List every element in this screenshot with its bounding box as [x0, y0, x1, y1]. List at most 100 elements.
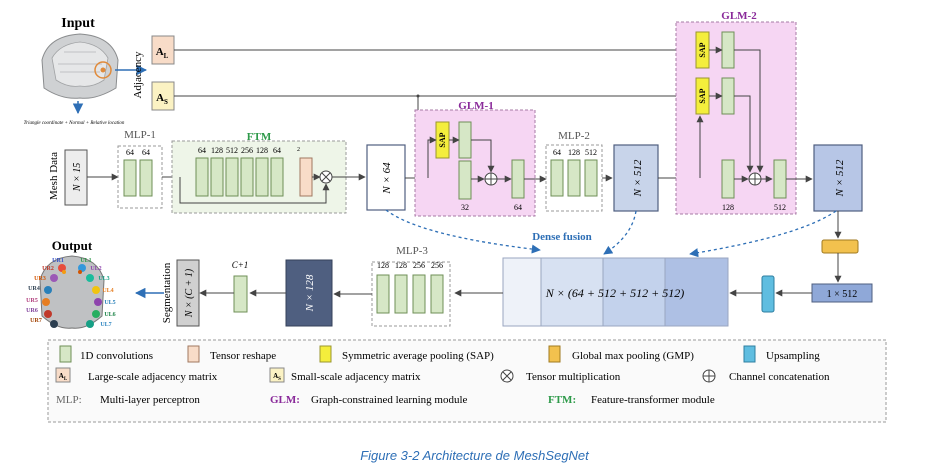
legend-ftm-desc: Feature-transformer module — [591, 394, 715, 406]
output-title: Output — [52, 238, 93, 253]
ftm-conv-block — [225, 157, 239, 197]
figure-caption: Figure 3-2 Architecture de MeshSegNet — [360, 448, 589, 463]
tooth-label-ur3: UR3 — [34, 276, 46, 282]
final-conv-block — [233, 275, 248, 313]
ftm-reshape-block — [299, 157, 313, 197]
mlp3-dim-label: 128 — [377, 261, 389, 270]
input-jaw-mesh-image — [41, 33, 119, 99]
tensor-multiplication-op — [319, 170, 333, 184]
svg-text:N × 512: N × 512 — [834, 159, 846, 197]
ftm-conv-block — [210, 157, 224, 197]
tooth-label-ur6: UR6 — [26, 308, 38, 314]
tensor-n512: N × 512 — [613, 144, 659, 212]
legend-large-adj-label: Large-scale adjacency matrix — [88, 371, 218, 383]
ftm-superscript: 2 — [297, 147, 300, 153]
svg-text:N × 15: N × 15 — [72, 163, 83, 192]
legend-reshape-swatch — [187, 345, 200, 363]
glm2-sap-label-2: SAP — [698, 88, 707, 103]
tooth-label-ul3: UL3 — [98, 276, 109, 282]
upsampling-block — [761, 275, 775, 313]
legend-reshape-label: Tensor reshape — [210, 350, 276, 362]
glm1-sap-label: SAP — [438, 132, 447, 147]
svg-text:AL: AL — [59, 372, 68, 382]
ftm-dim-label: 64 — [273, 146, 281, 155]
legend-gmp-label: Global max pooling (GMP) — [572, 350, 694, 362]
legend-tensor-mult-label: Tensor multiplication — [526, 371, 621, 383]
tensor-nc1: N × (C + 1) — [176, 259, 200, 327]
svg-text:N × 512: N × 512 — [632, 159, 644, 197]
glm2-title: GLM-2 — [721, 10, 757, 22]
input-feature-note: Triangle coordinate + Normal + Relative … — [24, 121, 125, 126]
tooth-label-ul4: UL4 — [102, 288, 113, 294]
legend-upsampling-swatch — [743, 345, 756, 363]
ftm-dim-label: 256 — [241, 146, 253, 155]
glm1-dim-a: 32 — [461, 203, 469, 212]
legend-conv-swatch — [59, 345, 72, 363]
tensor-n128: N × 128 — [285, 259, 333, 327]
glm2-conv-a — [721, 31, 735, 69]
mlp3-dim-label: 256 — [431, 261, 443, 270]
ftm-conv-block — [255, 157, 269, 197]
tensor-n64: N × 64 — [366, 144, 406, 211]
mlp2-dim-label: 64 — [553, 148, 561, 157]
large-adjacency-matrix: AL — [151, 35, 175, 65]
final-conv-label: C+1 — [232, 260, 249, 270]
tooth-label-ur5: UR5 — [26, 298, 38, 304]
adjacency-label: Adjacency — [132, 51, 144, 99]
glm1-conv-a — [458, 121, 472, 159]
legend-glm-desc: Graph-constrained learning module — [311, 394, 468, 406]
mlp2-conv-block — [550, 159, 564, 197]
mlp3-conv-block — [430, 274, 444, 314]
svg-text:AS: AS — [273, 372, 281, 382]
legend-small-adj-label: Small-scale adjacency matrix — [291, 371, 421, 383]
legend-ftm-key: FTM: — [548, 394, 576, 406]
legend-conv-label: 1D convolutions — [80, 350, 153, 362]
tensor-1x512: 1 × 512 — [811, 283, 873, 303]
mlp3-dim-label: 128 — [395, 261, 407, 270]
ftm-conv-block — [195, 157, 209, 197]
mlp2-dim-label: 128 — [568, 148, 580, 157]
tensor-n15: N × 15 — [64, 149, 88, 206]
glm2-conv-b — [721, 77, 735, 115]
glm2-dim-a: 128 — [722, 203, 734, 212]
mlp3-conv-blocks: 128 128 256 256 — [376, 261, 444, 314]
mlp3-conv-block — [394, 274, 408, 314]
mlp1-dim-label: 64 — [126, 148, 134, 157]
tooth-label-ur7: UR7 — [30, 318, 42, 324]
mlp2-title: MLP-2 — [558, 130, 590, 142]
legend-glm-key: GLM: — [270, 394, 300, 406]
ftm-dim-label: 128 — [256, 146, 268, 155]
legend-sap-label: Symmetric average pooling (SAP) — [342, 350, 494, 362]
glm1-dim-b: 64 — [514, 203, 522, 212]
mlp1-conv-block — [139, 159, 153, 197]
gmp-block — [821, 239, 859, 254]
glm1-conv-c — [511, 159, 525, 199]
dense-fusion-arrow-1 — [385, 209, 541, 254]
legend-mlp-key: MLP: — [56, 394, 82, 406]
output-segmented-jaw-image — [39, 255, 105, 329]
legend-gmp-swatch — [548, 345, 561, 363]
mlp3-dim-label: 256 — [413, 261, 425, 270]
ftm-title: FTM — [247, 131, 272, 143]
glm2-concat-op — [748, 172, 762, 186]
glm2-conv-d — [773, 159, 787, 199]
glm1-conv-b — [458, 160, 472, 200]
ftm-conv-block — [270, 157, 284, 197]
dense-fusion-label: Dense fusion — [532, 231, 592, 243]
tooth-label-ul7: UL7 — [100, 322, 111, 328]
legend-large-adj-icon: AL — [55, 367, 71, 383]
legend-concat-icon — [702, 369, 716, 383]
small-adjacency-matrix: AS — [151, 81, 175, 111]
mesh-data-label: Mesh Data — [48, 152, 60, 200]
legend-concat-label: Channel concatenation — [729, 371, 830, 383]
segmentation-label: Segmentation — [161, 262, 173, 323]
legend-mlp-desc: Multi-layer perceptron — [100, 394, 200, 406]
tensor-n512-right: N × 512 — [813, 144, 863, 212]
tooth-label-ul1: UL1 — [80, 258, 91, 264]
svg-text:N × (C + 1): N × (C + 1) — [184, 268, 195, 318]
